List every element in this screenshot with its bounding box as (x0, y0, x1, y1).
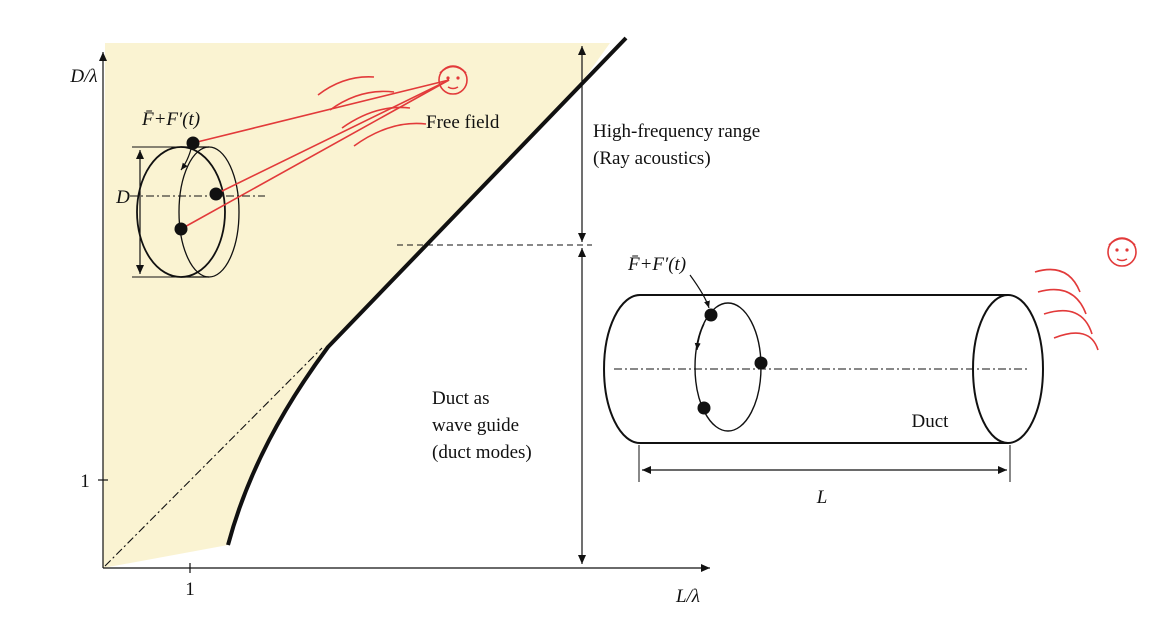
duct-listener-face-icon (1107, 237, 1137, 267)
x-tick-label: 1 (185, 579, 195, 600)
ring-source: D F̄+F′(t) (115, 79, 450, 278)
source-point (186, 136, 200, 150)
high-frequency-range-label: High-frequency range (593, 121, 760, 142)
source-point (704, 308, 718, 322)
y-tick-label: 1 (80, 471, 90, 492)
duct-force-leader (689, 274, 710, 309)
free-field-listener-face-icon (438, 65, 468, 95)
source-point (174, 222, 188, 236)
free-field-sound-waves (317, 76, 427, 147)
wave-guide-label: wave guide (432, 415, 519, 436)
free-field-region (103, 43, 610, 568)
duct-label: Duct (912, 411, 950, 432)
ring-force-label: F̄+F′(t) (141, 109, 200, 130)
source-point (754, 356, 768, 370)
free-field-label: Free field (426, 112, 500, 133)
asymptote-dashdot-line (104, 347, 323, 567)
duct-modes-label: (duct modes) (432, 442, 532, 463)
diameter-label: D (115, 187, 130, 208)
duct-rotation-arrow (694, 323, 705, 351)
duct-force-label: F̄+F′(t) (627, 254, 686, 275)
duct: F̄+F′(t) Duct L (603, 254, 1044, 508)
source-point (697, 401, 711, 415)
duct-left-end (603, 294, 641, 444)
regime-boundary-curve (226, 36, 628, 546)
ray-line (215, 79, 450, 195)
ray-line (180, 79, 450, 230)
ray-acoustics-label: (Ray acoustics) (593, 148, 711, 169)
x-axis-label: L/λ (675, 586, 700, 607)
duct-exit-sound-waves (1034, 268, 1099, 351)
y-axis-label: D/λ (69, 66, 97, 87)
duct-as-label: Duct as (432, 388, 490, 409)
length-label: L (816, 487, 828, 508)
ray-line (192, 79, 450, 144)
source-point (209, 187, 223, 201)
